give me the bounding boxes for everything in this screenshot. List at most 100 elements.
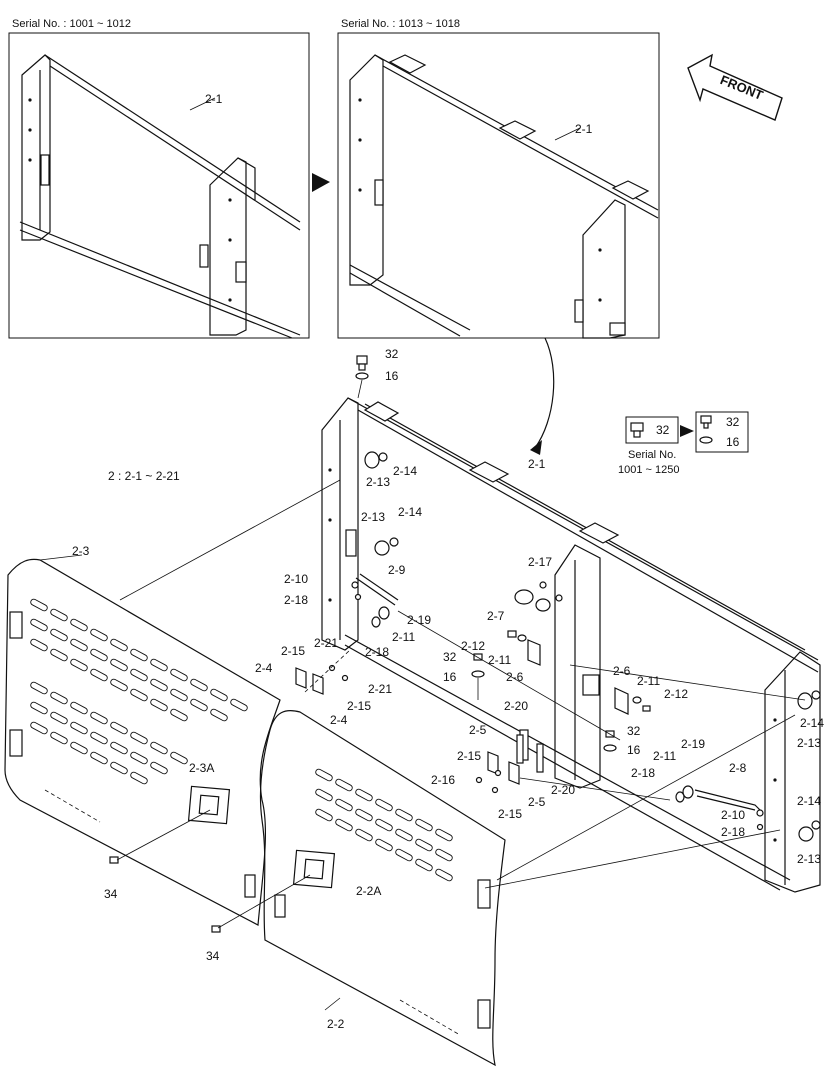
- label-2-17: 2-17: [528, 555, 552, 569]
- leader-lines: [39, 479, 806, 1011]
- panel-2-3: [4, 558, 281, 926]
- label-2-10-b: 2-10: [721, 808, 745, 822]
- hinge-icon: [477, 879, 491, 909]
- label-2-14-a: 2-14: [393, 464, 417, 478]
- label-2-14-b: 2-14: [398, 505, 422, 519]
- front-arrow-icon: FRONT: [687, 53, 783, 121]
- label-2-11-a: 2-11: [392, 630, 415, 644]
- label-32-top: 32: [385, 347, 399, 361]
- bolt-icon: [700, 415, 712, 429]
- label-2-13-b: 2-13: [361, 510, 385, 524]
- arrow-right-icon: [680, 425, 694, 437]
- curved-leader: [534, 337, 555, 449]
- serial-caption-1: Serial No.: [628, 449, 676, 461]
- washer-icon: [374, 540, 390, 556]
- label-2-5-b: 2-5: [528, 795, 546, 809]
- hinge-icon: [9, 729, 23, 757]
- bracket-2-6: [614, 687, 629, 715]
- serial-caption-2: 1001 ~ 1250: [618, 464, 679, 476]
- label-2-15-d: 2-15: [498, 807, 522, 821]
- label-2-6-a: 2-6: [506, 670, 524, 684]
- inset-right-caption: Serial No. : 1013 ~ 1018: [341, 18, 460, 30]
- label-2-5-a: 2-5: [469, 723, 487, 737]
- label-2-6-b: 2-6: [613, 664, 631, 678]
- label-34-a: 34: [104, 887, 118, 901]
- label-2-11-b: 2-11: [488, 653, 511, 667]
- label-2-21-b: 2-21: [368, 682, 392, 696]
- label-2-18-a: 2-18: [284, 593, 308, 607]
- label-2-4-b: 2-4: [330, 713, 348, 727]
- curved-arrow-icon: [530, 440, 542, 455]
- serial-old-part: 32: [656, 423, 670, 437]
- bolt-icon: [507, 630, 517, 638]
- washer-icon: [699, 436, 713, 444]
- label-2-9: 2-9: [388, 563, 406, 577]
- arrow-right-icon: [312, 173, 330, 192]
- hinge-icon: [9, 611, 23, 639]
- washer-icon: [517, 634, 527, 642]
- label-32-mid: 32: [443, 650, 457, 664]
- label-16-right: 16: [627, 743, 641, 757]
- washer-icon: [355, 372, 369, 380]
- hinge-icon: [274, 894, 286, 918]
- label-2-1-main: 2-1: [528, 457, 546, 471]
- bracket-2-5: [508, 761, 520, 785]
- knob-icon: [535, 598, 551, 612]
- inset-right-label: 2-1: [575, 122, 593, 136]
- serial-new-part-bolt: 32: [726, 415, 740, 429]
- nut-icon: [389, 537, 399, 547]
- label-2-4-a: 2-4: [255, 661, 273, 675]
- frame-drawing-left: 2-1: [19, 54, 301, 339]
- label-2-10-a: 2-10: [284, 572, 308, 586]
- assembly-note: 2 : 2-1 ~ 2-21: [108, 469, 180, 483]
- serial-box: 32 32 16 Serial No. 1001 ~ 1250: [618, 411, 749, 476]
- label-2-7: 2-7: [487, 609, 505, 623]
- callout-labels: 32 16 2-1 2-14 2-13 2 : 2-1 ~ 2-21 2-14 …: [72, 347, 824, 1031]
- hinge-icon: [477, 999, 491, 1029]
- frame-drawing-right: 2-1: [349, 54, 659, 339]
- inset-left: Serial No. : 1001 ~ 1012 2-1: [8, 18, 330, 339]
- nut-icon: [378, 452, 388, 462]
- washer-icon: [471, 670, 485, 678]
- bolt-icon: [630, 422, 644, 438]
- inset-right: Serial No. : 1013 ~ 1018 2-1: [337, 18, 660, 339]
- label-16-top: 16: [385, 369, 399, 383]
- label-2-2A: 2-2A: [356, 884, 381, 898]
- label-2-19-b: 2-19: [681, 737, 705, 751]
- label-2-14-c: 2-14: [800, 716, 824, 730]
- label-34-b: 34: [206, 949, 220, 963]
- label-2-15-c: 2-15: [457, 749, 481, 763]
- label-2-3A: 2-3A: [189, 761, 214, 775]
- vent-slots-upper: [30, 598, 248, 722]
- label-2-12-a: 2-12: [461, 639, 485, 653]
- screw-icon: [211, 925, 221, 933]
- serial-new-part-washer: 16: [726, 435, 740, 449]
- label-2-15-b: 2-15: [347, 699, 371, 713]
- inset-left-label: 2-1: [205, 92, 223, 106]
- hardware: [109, 355, 821, 933]
- knob-icon: [514, 589, 534, 605]
- label-2-18-d: 2-18: [721, 825, 745, 839]
- label-2-15-a: 2-15: [281, 644, 305, 658]
- washer-icon: [364, 451, 380, 469]
- label-2-11-d: 2-11: [653, 749, 676, 763]
- vent-slots-lower: [30, 681, 188, 785]
- label-16-mid: 16: [443, 670, 457, 684]
- washer-icon: [603, 744, 617, 752]
- label-2-8: 2-8: [729, 761, 747, 775]
- label-2-14-d: 2-14: [797, 794, 821, 808]
- label-2-12-b: 2-12: [664, 687, 688, 701]
- screw-icon: [109, 856, 119, 864]
- label-2-3: 2-3: [72, 544, 90, 558]
- label-2-2: 2-2: [327, 1017, 345, 1031]
- bracket-2-6: [527, 639, 541, 666]
- label-2-13-d: 2-13: [797, 852, 821, 866]
- label-2-13-c: 2-13: [797, 736, 821, 750]
- panel-2-2: [244, 709, 506, 1067]
- inset-left-caption: Serial No. : 1001 ~ 1012: [12, 18, 131, 30]
- label-2-18-c: 2-18: [631, 766, 655, 780]
- label-32-right: 32: [627, 724, 641, 738]
- label-2-16: 2-16: [431, 773, 455, 787]
- bracket-2-4: [295, 667, 307, 689]
